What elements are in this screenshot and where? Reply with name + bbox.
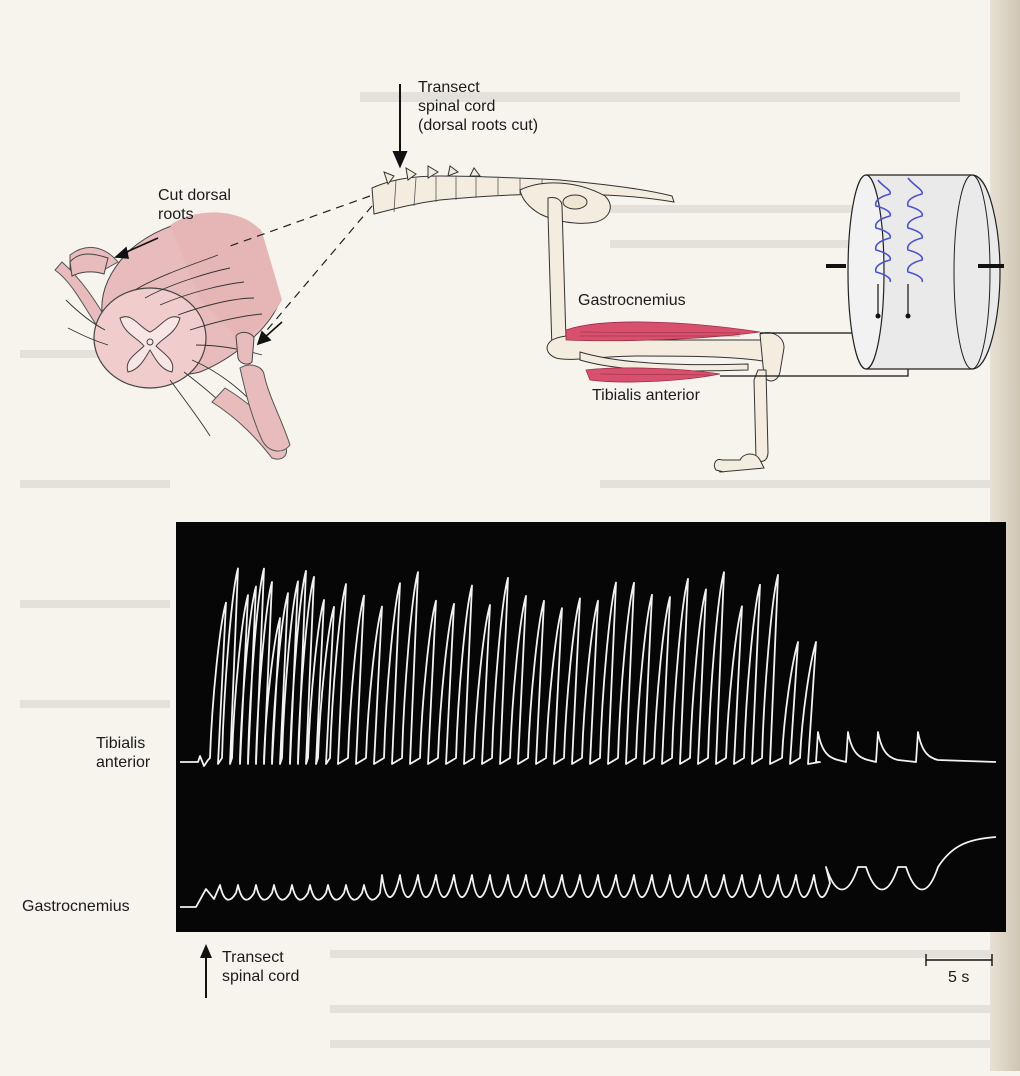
trace-label-tibialis-1: Tibialis xyxy=(96,734,145,753)
transect-label-top-1: Transect xyxy=(418,78,480,97)
trace-label-tibialis-2: anterior xyxy=(96,753,150,772)
gastrocnemius-muscle xyxy=(566,322,760,341)
recording-traces xyxy=(176,522,1006,932)
emg-recording-panel xyxy=(176,522,1006,932)
cut-dorsal-roots-label-1: Cut dorsal xyxy=(158,186,231,205)
kymograph-drum xyxy=(826,175,1004,369)
scale-bar-label: 5 s xyxy=(948,968,969,987)
experiment-diagram xyxy=(0,0,1020,520)
transect-label-top-2: spinal cord xyxy=(418,97,495,116)
tibialis-anterior-label: Tibialis anterior xyxy=(592,386,700,405)
transect-label-bottom-2: spinal cord xyxy=(222,967,299,986)
cat-skeleton xyxy=(372,166,784,472)
spinal-cord-section xyxy=(55,212,290,459)
transect-label-top-3: (dorsal roots cut) xyxy=(418,116,538,135)
gastrocnemius-trace xyxy=(180,837,996,907)
scale-bar xyxy=(922,950,998,970)
transect-label-bottom-1: Transect xyxy=(222,948,284,967)
cut-dorsal-roots-label-2: roots xyxy=(158,205,194,224)
gastrocnemius-label: Gastrocnemius xyxy=(578,291,686,310)
transect-arrow-top xyxy=(394,84,406,166)
tibialis-anterior-trace xyxy=(180,568,996,766)
transect-arrow-bottom xyxy=(196,942,216,1002)
trace-label-gastrocnemius: Gastrocnemius xyxy=(22,897,130,916)
